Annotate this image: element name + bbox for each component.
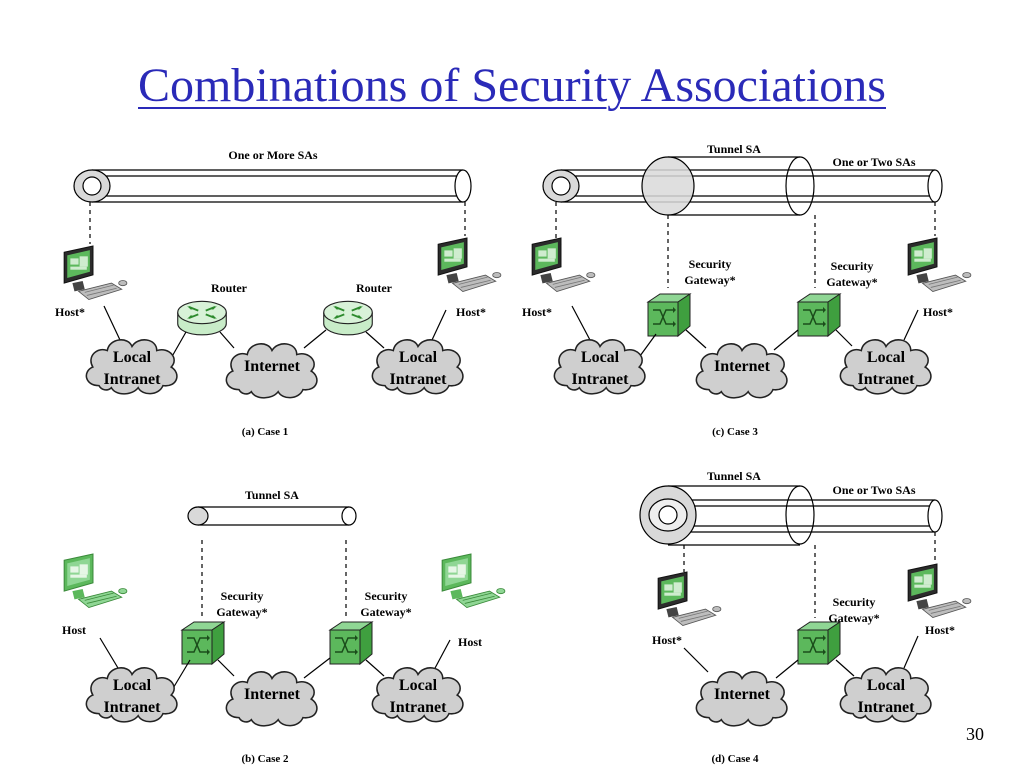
- case3-tunnel-label: Tunnel SA: [707, 142, 761, 156]
- case1-host-right-label: Host*: [456, 305, 486, 319]
- case1-router-right-label: Router: [356, 281, 393, 295]
- case2-host-left-label: Host: [62, 623, 86, 637]
- case3-cloud-internet-label: Internet: [714, 358, 771, 375]
- case2-cloud-local-right-line2: Intranet: [390, 699, 448, 716]
- case3-tunnel-sa: [641, 156, 815, 216]
- case2-cloud-local-left-line1: Local: [113, 677, 152, 694]
- case4-gateway-icon: [797, 621, 841, 665]
- case4-gateway-line2: Gateway*: [828, 611, 879, 625]
- case4-host-left-label: Host*: [652, 633, 682, 647]
- case1-router-left-icon: [176, 300, 228, 336]
- case1-router-right-icon: [322, 300, 374, 336]
- case3-cloud-local-right-line1: Local: [867, 349, 906, 366]
- case3-cloud-local-right-line2: Intranet: [858, 371, 916, 388]
- case3-gateway-right-line1: Security: [831, 259, 874, 273]
- case3-cloud-local-left-line2: Intranet: [572, 371, 630, 388]
- case2-host-left-icon: [63, 553, 128, 609]
- case2-host-right-label: Host: [458, 635, 482, 649]
- case3-host-right-label: Host*: [923, 305, 953, 319]
- case4-pipe-label: One or Two SAs: [832, 483, 915, 497]
- case3-host-right-icon: [907, 237, 972, 293]
- case4-cloud-local-line2: Intranet: [858, 699, 916, 716]
- case1-cloud-internet-label: Internet: [244, 358, 301, 375]
- case2-cloud-local-left-line2: Intranet: [104, 699, 162, 716]
- case3-gateway-left-line1: Security: [689, 257, 732, 271]
- case4-host-right-icon: [907, 563, 972, 619]
- slide-title: Combinations of Security Associations: [138, 59, 886, 112]
- case1-pipe-label: One or More SAs: [228, 148, 318, 162]
- case2-pipe-label: Tunnel SA: [245, 488, 299, 502]
- case2-gateway-left-line1: Security: [221, 589, 264, 603]
- case3-host-left-label: Host*: [522, 305, 552, 319]
- case1-host-left-label: Host*: [55, 305, 85, 319]
- case2-caption: (b) Case 2: [241, 753, 289, 765]
- case2-tunnel-sa: [187, 506, 357, 526]
- case3-gateway-right-line2: Gateway*: [826, 275, 877, 289]
- case1-router-left-label: Router: [211, 281, 248, 295]
- case1-diagram: One or More SAs Host* Host* Router Route…: [55, 148, 502, 438]
- case2-diagram: Tunnel SA Host Host Security Gateway* Se…: [62, 488, 506, 765]
- case4-diagram: Tunnel SA One or Two SAs Host* Host* Sec…: [639, 469, 972, 765]
- page-number: 30: [966, 724, 984, 744]
- case1-caption: (a) Case 1: [242, 426, 288, 438]
- case2-gateway-right-icon: [329, 621, 373, 665]
- case3-host-left-icon: [531, 237, 596, 293]
- case2-gateway-right-line1: Security: [365, 589, 408, 603]
- case4-tunnel-label: Tunnel SA: [707, 469, 761, 483]
- case3-sa-pipe: [542, 169, 943, 203]
- case1-cloud-local-left-line2: Intranet: [104, 371, 162, 388]
- case3-cloud-local-left-line1: Local: [581, 349, 620, 366]
- case3-caption: (c) Case 3: [712, 426, 758, 438]
- case2-host-right-icon: [441, 553, 506, 609]
- case3-gateway-left-line2: Gateway*: [684, 273, 735, 287]
- case2-cloud-local-right-line1: Local: [399, 677, 438, 694]
- case1-cloud-local-right-line1: Local: [399, 349, 438, 366]
- case3-gateway-left-icon: [647, 293, 691, 337]
- case4-caption: (d) Case 4: [711, 753, 759, 765]
- case2-gateway-left-line2: Gateway*: [216, 605, 267, 619]
- case1-cloud-local-right-line2: Intranet: [390, 371, 448, 388]
- case1-host-left-icon: [63, 245, 128, 301]
- case1-host-right-icon: [437, 237, 502, 293]
- case4-host-right-label: Host*: [925, 623, 955, 637]
- case2-gateway-left-icon: [181, 621, 225, 665]
- case4-sa-pipe: [639, 485, 943, 546]
- case3-gateway-right-icon: [797, 293, 841, 337]
- case4-cloud-local-line1: Local: [867, 677, 906, 694]
- case1-sa-pipe: [73, 169, 472, 203]
- case1-cloud-local-left-line1: Local: [113, 349, 152, 366]
- case4-gateway-line1: Security: [833, 595, 876, 609]
- case3-diagram: Tunnel SA One or Two SAs Host* Host* Sec…: [522, 142, 972, 438]
- case4-cloud-internet-label: Internet: [714, 686, 771, 703]
- case4-host-left-icon: [657, 571, 722, 627]
- case2-gateway-right-line2: Gateway*: [360, 605, 411, 619]
- case2-cloud-internet-label: Internet: [244, 686, 301, 703]
- case3-pipe-label: One or Two SAs: [832, 155, 915, 169]
